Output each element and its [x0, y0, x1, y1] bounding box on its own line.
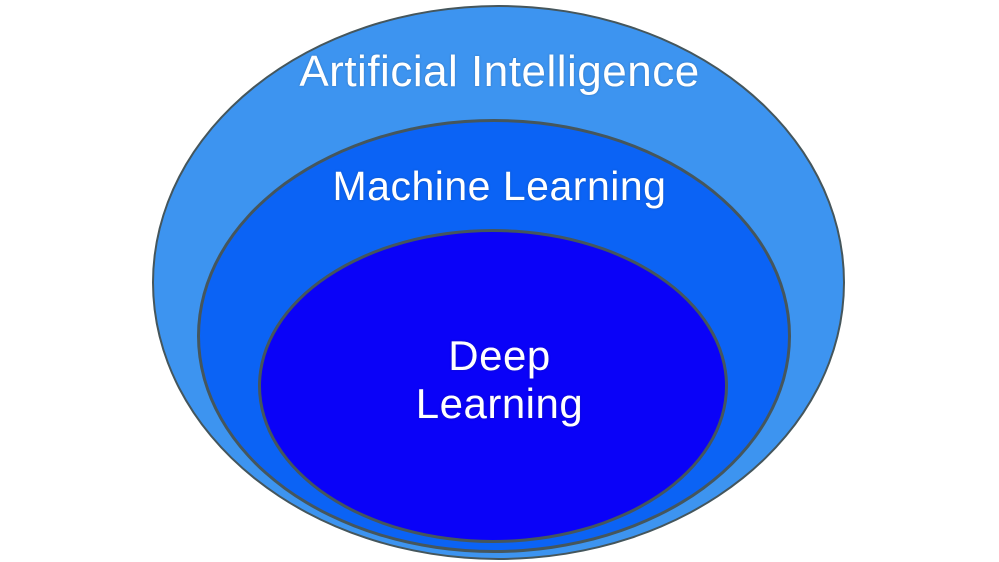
deep-learning-label: Deep Learning — [0, 332, 999, 428]
deep-learning-label-line2: Learning — [415, 380, 584, 427]
machine-learning-label: Machine Learning — [332, 163, 667, 209]
artificial-intelligence-label: Artificial Intelligence — [299, 47, 700, 96]
deep-learning-ellipse — [258, 229, 728, 543]
deep-learning-label-line1: Deep — [448, 332, 551, 379]
